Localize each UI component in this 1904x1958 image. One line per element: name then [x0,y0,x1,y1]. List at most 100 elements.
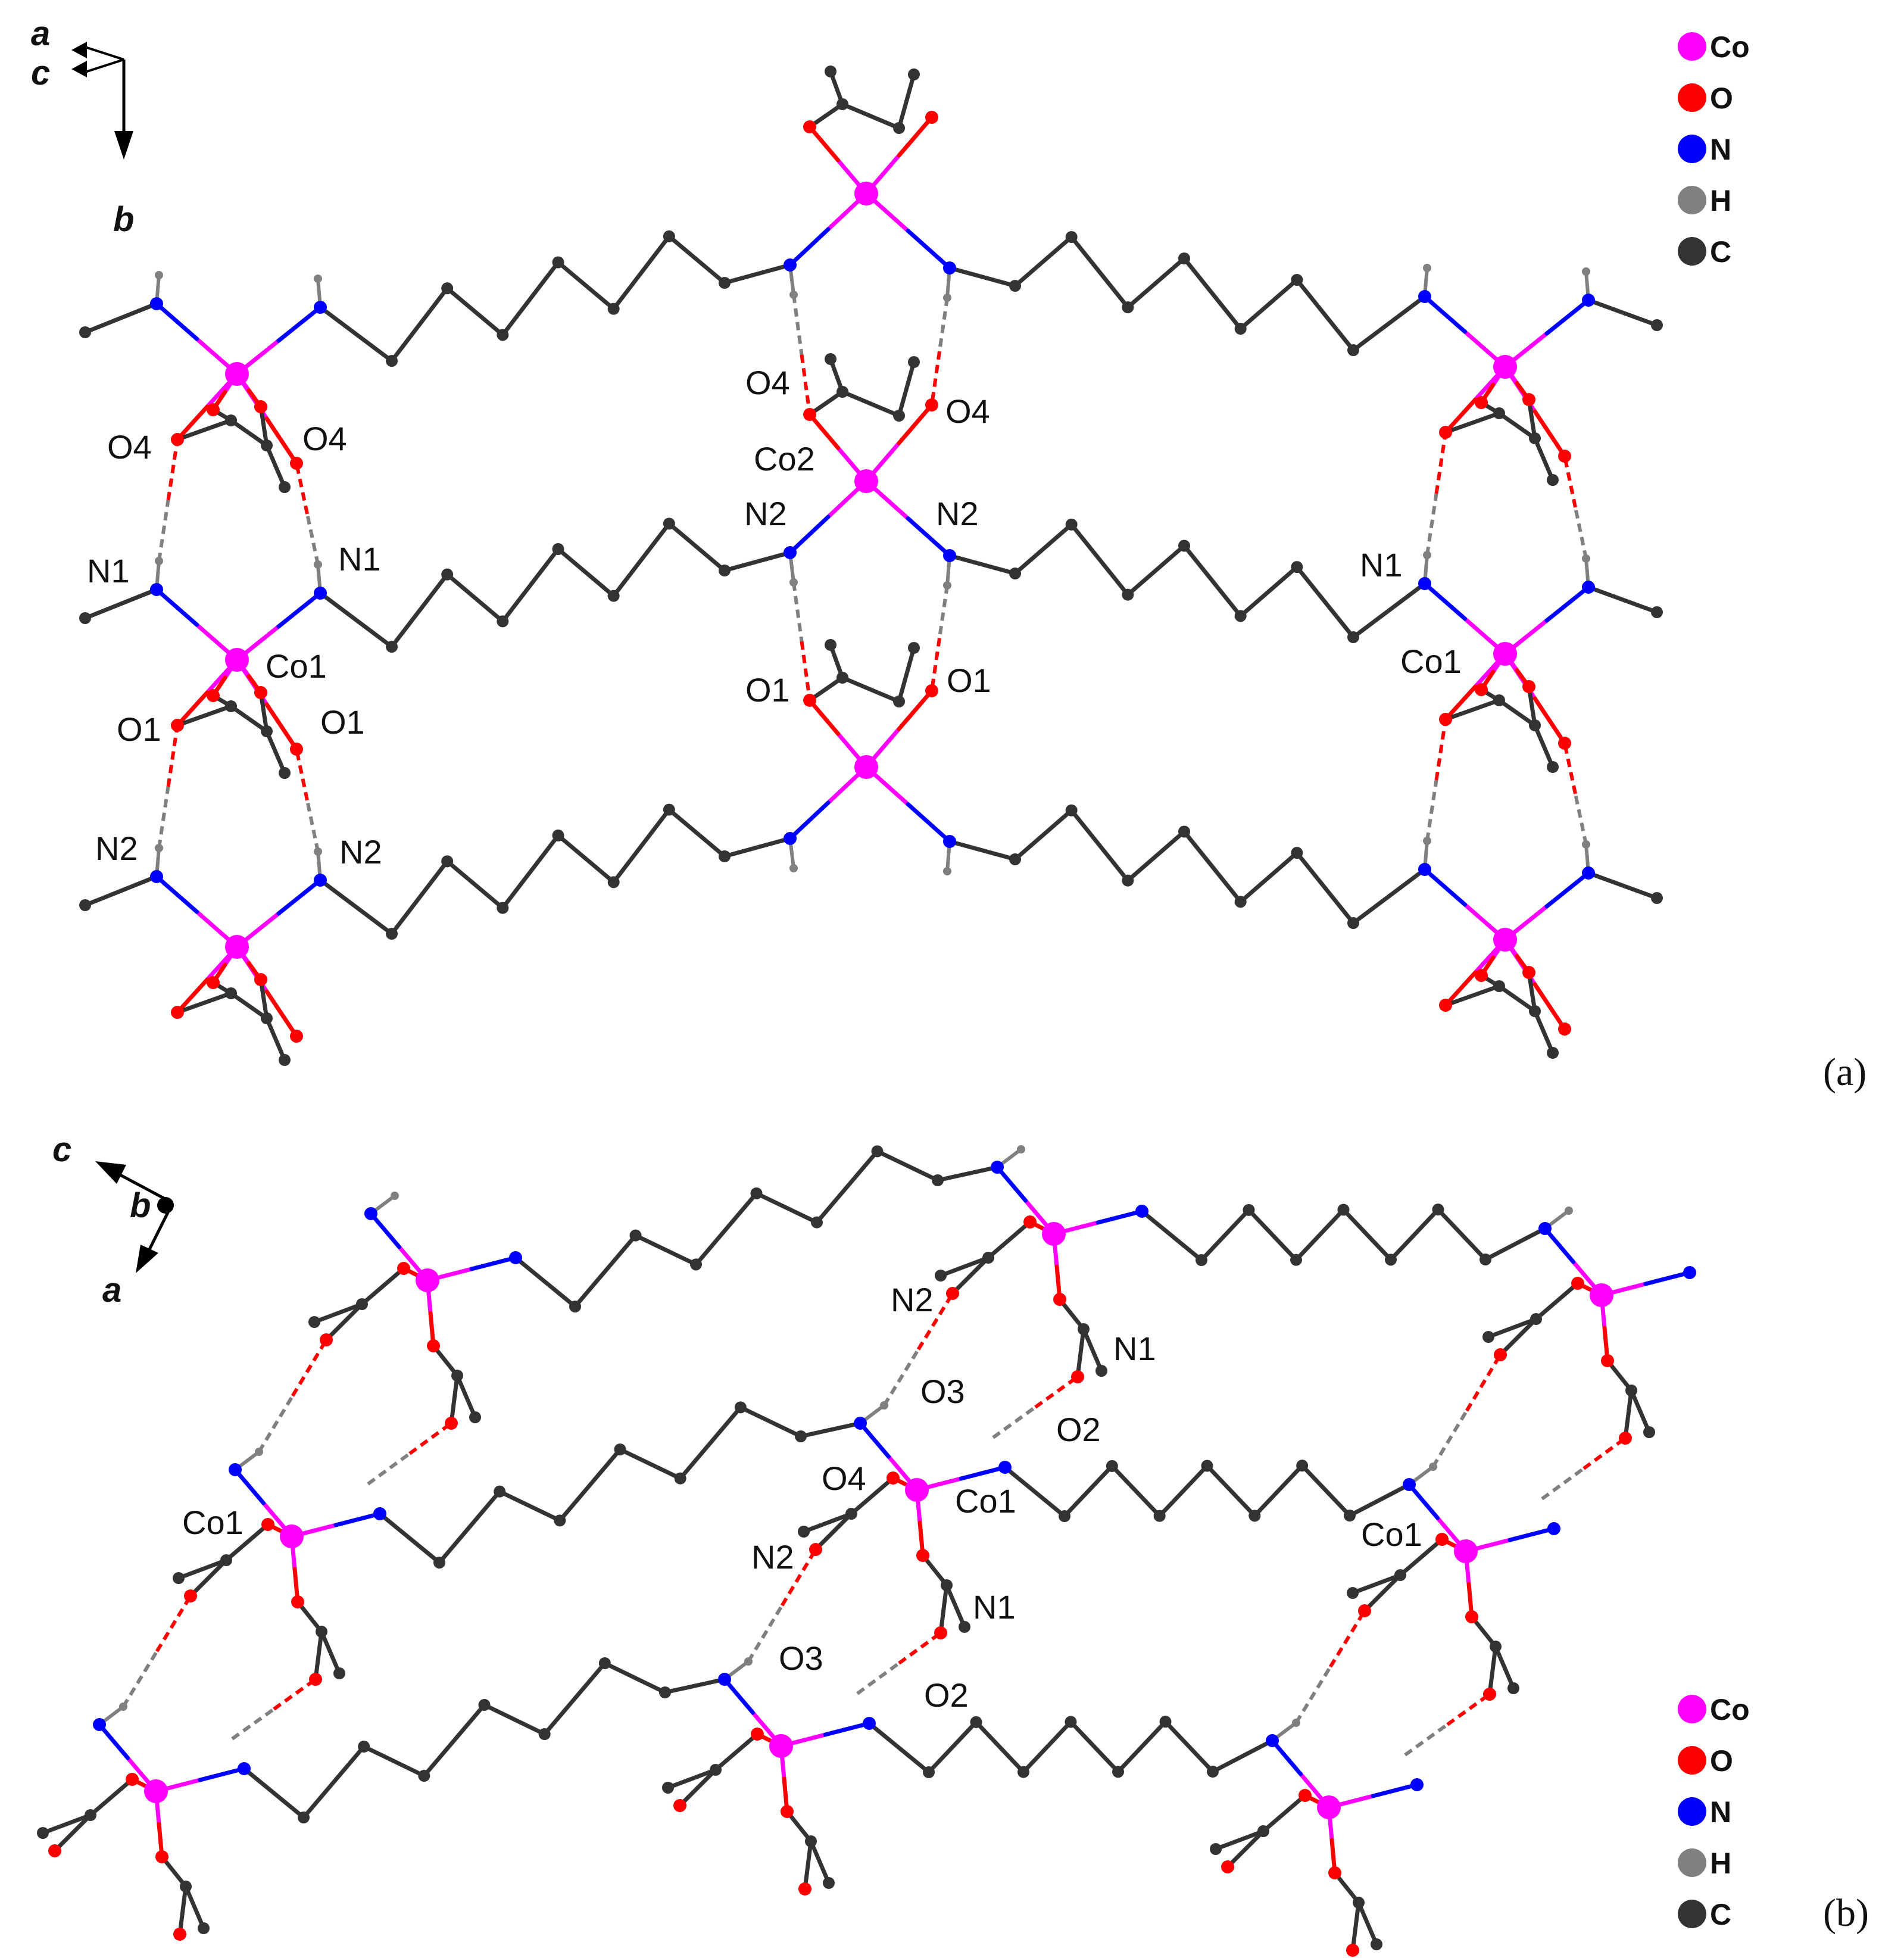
atom-c [441,855,454,868]
atom-c [893,410,905,422]
atom-c [451,1370,463,1382]
bond-carbon [618,1447,683,1481]
bond-half [1443,397,1478,435]
bond-half [1543,1226,1575,1264]
atom-c [1059,1510,1070,1522]
atom-c [1347,917,1359,929]
bond-carbon [175,418,233,442]
atom-c [79,899,91,911]
atom-h [155,844,163,852]
bond-half [154,587,199,627]
atom-o [781,1805,794,1818]
atom-c [316,1626,327,1638]
bond-carbon [947,553,1017,576]
bond-carbon [1294,278,1356,353]
atom-c [497,615,509,628]
bond-carbon [1341,1208,1393,1262]
bond-carbon [986,1220,1032,1260]
atom-co [769,1734,793,1758]
atom-c [1529,432,1541,444]
atom-c [441,568,454,581]
bond-carbon [360,1266,406,1307]
atom-c [433,1557,445,1569]
atom-c [1625,1385,1637,1396]
bond-carbon [455,1373,477,1420]
atom-o [1601,1354,1614,1367]
label-co1-right: Co1 [1361,1516,1422,1553]
bond-carbon [1252,1463,1304,1518]
bond-half [1443,970,1478,1008]
label-co1-right-unit: Co1 [1400,643,1462,680]
bond-carbon [667,234,727,285]
bond-carbon [1586,298,1659,328]
label-n2-top: N2 [891,1281,934,1318]
label-o4-middle: O4 [822,1460,866,1497]
hydrogen-bond [291,1339,328,1397]
atom-c [825,353,836,365]
atom-o [1346,1944,1359,1957]
bond-carbon [678,1405,743,1481]
atom-o [1494,1348,1507,1361]
bond-carbon [875,1149,940,1183]
hydrogen-bond [273,1678,317,1711]
bond-half [1422,294,1467,334]
bond-carbon [849,1476,895,1516]
bond-half [788,227,831,267]
atom-c [663,230,675,242]
bond-carbon [807,675,845,703]
atom-n [1418,290,1431,303]
hydrogen-bond [992,1405,1037,1439]
bond-carbon [389,572,450,649]
atom-h [880,1401,888,1410]
bond-carbon [803,1839,813,1891]
atom-c [79,612,91,624]
panel-tag-b: (b) [1823,1891,1869,1935]
bond-carbon [1586,585,1659,615]
atom-o [1435,1533,1449,1546]
atom-h [789,578,798,587]
bond-half [175,404,210,442]
bond-half [1443,684,1478,722]
atom-h [1017,1145,1025,1153]
bond-carbon [1182,544,1243,618]
bond-carbon [301,1744,366,1820]
hydrogen-bond [305,800,320,852]
hydrogen-bond [930,638,941,691]
bond-half [807,698,840,736]
bond-carbon [611,234,672,311]
bond-carbon [814,1149,879,1225]
atom-c [1106,1460,1118,1472]
bond-carbon [1497,411,1537,441]
atom-c [1651,892,1663,904]
bond-carbon [264,729,287,775]
hydrogen-bond [1574,507,1588,559]
bond-half [264,702,299,752]
atom-c [1248,1510,1261,1522]
bond-carbon [556,547,616,598]
bond-carbon [1362,1573,1403,1613]
atom-n [150,583,163,596]
atom-h [155,271,163,279]
atom-c [298,1812,310,1823]
bond-carbon [88,1777,135,1817]
bond-carbon [1013,808,1074,862]
bond-carbon [83,587,159,621]
bond-carbon [798,1421,863,1439]
bond-carbon [867,1721,931,1775]
bond-carbon [361,1744,426,1778]
atom-co [1042,1222,1066,1246]
bond-half [233,1467,266,1505]
atom-o [803,694,816,707]
bond-carbon [177,1884,188,1937]
atom-c [805,1835,817,1847]
atom-n [314,301,327,314]
axis-label-b: b [130,1186,151,1225]
atom-c [823,1877,835,1889]
bond-carbon [809,1839,831,1885]
atom-o [290,457,303,470]
hydrogen-bond [1425,493,1438,556]
atom-n [1135,1205,1148,1218]
bond-carbon [1487,1644,1498,1697]
atom-c [173,1572,185,1584]
atom-h [314,847,322,856]
